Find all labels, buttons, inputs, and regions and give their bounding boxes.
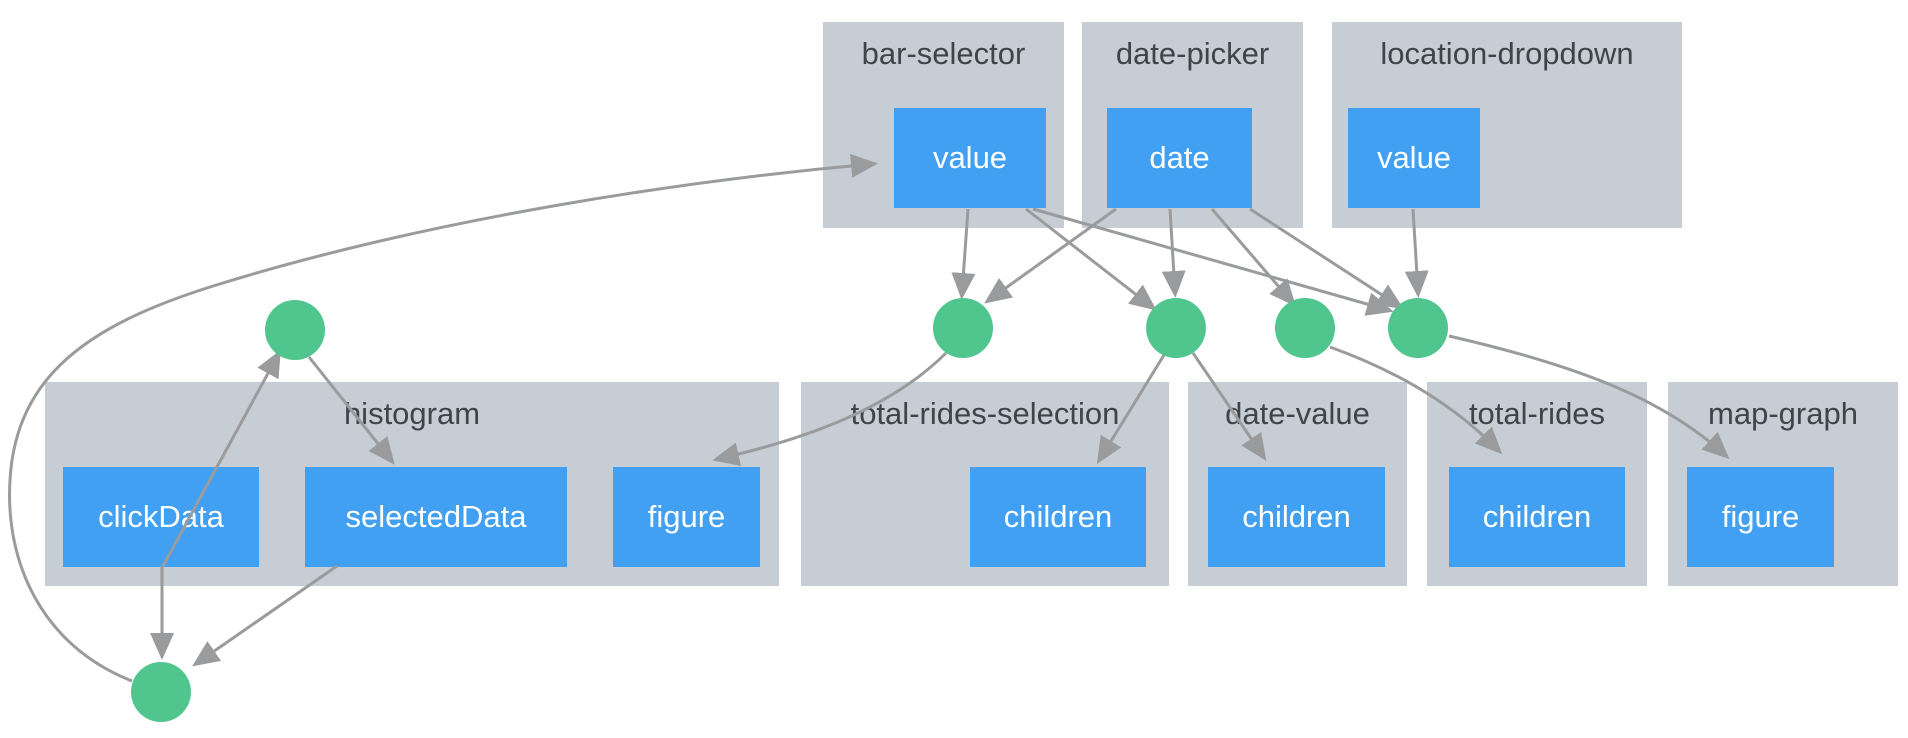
property-label: value	[932, 140, 1008, 175]
edge-clickdata-to-callback1	[161, 349, 281, 567]
property-label: selectedData	[345, 499, 527, 534]
property-label: figure	[1721, 499, 1800, 534]
property-label: children	[1003, 499, 1113, 534]
callback-node-3[interactable]	[1146, 298, 1206, 358]
component-bar-selector[interactable]: bar-selector value	[823, 22, 1064, 228]
property-bar-selector-value[interactable]: value	[894, 108, 1046, 208]
property-label: children	[1482, 499, 1592, 534]
component-label: total-rides-selection	[850, 396, 1120, 431]
edge-callback5-to-mapgraph-figure	[1448, 334, 1730, 460]
edge-datepicker-date-to-callback2	[984, 207, 1117, 304]
edge-callback3-to-datevalue-children	[1191, 352, 1267, 461]
property-label: value	[1376, 140, 1452, 175]
component-label: map-graph	[1708, 396, 1858, 431]
property-total-rides-children[interactable]: children	[1449, 467, 1625, 567]
component-label: date-picker	[1115, 36, 1270, 71]
property-date-picker-date[interactable]: date	[1107, 108, 1252, 208]
edge-datepicker-date-to-callback5	[1249, 207, 1405, 310]
component-label: bar-selector	[861, 36, 1026, 71]
component-total-rides-selection[interactable]: total-rides-selection children	[801, 382, 1169, 586]
component-total-rides[interactable]: total-rides children	[1427, 382, 1647, 586]
edge-callback6-to-barselector-value	[8, 153, 878, 683]
property-map-graph-figure[interactable]: figure	[1687, 467, 1834, 567]
component-map-graph[interactable]: map-graph figure	[1668, 382, 1898, 586]
callback-node-6[interactable]	[131, 662, 191, 722]
component-label: location-dropdown	[1380, 36, 1634, 71]
edge-callback2-to-histogram-figure	[712, 351, 948, 467]
property-label: date	[1149, 140, 1210, 175]
component-location-dropdown[interactable]: location-dropdown value	[1332, 22, 1682, 228]
property-histogram-clickdata[interactable]: clickData	[63, 467, 259, 567]
property-total-rides-selection-children[interactable]: children	[970, 467, 1146, 567]
component-date-value[interactable]: date-value children	[1188, 382, 1407, 586]
component-label: date-value	[1225, 396, 1370, 431]
edge-selecteddata-to-callback6	[192, 564, 338, 667]
edge-datepicker-date-to-callback3	[1161, 208, 1186, 298]
edge-datepicker-date-to-callback4	[1210, 208, 1296, 307]
component-label: histogram	[343, 396, 481, 431]
edge-barselector-value-to-callback3	[1025, 207, 1157, 311]
edge-callback4-to-totalrides-children	[1329, 345, 1503, 455]
edge-locationdropdown-value-to-callback5	[1404, 208, 1429, 298]
property-date-value-children[interactable]: children	[1208, 467, 1385, 567]
callback-node-4[interactable]	[1275, 298, 1335, 358]
property-label: children	[1242, 499, 1351, 534]
callback-node-5[interactable]	[1388, 298, 1448, 358]
edge-barselector-value-to-callback2	[951, 208, 976, 300]
property-histogram-figure[interactable]: figure	[613, 467, 760, 567]
component-histogram[interactable]: histogram clickData selectedData figure	[45, 382, 779, 586]
edge-callback3-to-totalridesselection-children	[1096, 354, 1166, 465]
edge-barselector-value-to-callback5	[1032, 207, 1394, 316]
property-location-dropdown-value[interactable]: value	[1348, 108, 1480, 208]
callback-node-1[interactable]	[265, 300, 325, 360]
property-histogram-selecteddata[interactable]: selectedData	[305, 467, 567, 567]
edge-callback1-to-selecteddata	[307, 356, 395, 465]
callback-node-2[interactable]	[933, 298, 993, 358]
component-date-picker[interactable]: date-picker date	[1082, 22, 1303, 228]
property-label: figure	[647, 499, 726, 534]
component-label: total-rides	[1468, 396, 1606, 431]
property-label: clickData	[98, 499, 224, 534]
